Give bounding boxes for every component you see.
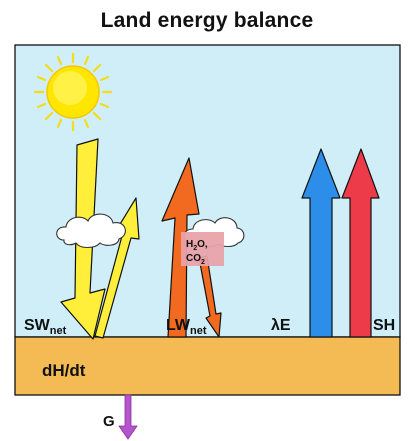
sensible-heat-arrow (341, 148, 380, 338)
storage-label: dH/dt (42, 361, 86, 380)
lw-net-label: LWnet (166, 317, 207, 337)
latent-heat-arrow (301, 148, 341, 338)
ground-flux-label: G (103, 413, 115, 430)
sw-net-label: SWnet (24, 317, 67, 337)
absorber-label-co2: CO2 (186, 253, 205, 266)
absorber-box (181, 232, 224, 266)
sun-icon (33, 52, 113, 132)
absorber-label-h2o: H2O, (186, 239, 208, 252)
land-slab (14, 336, 401, 396)
latent-heat-label: λE (271, 317, 291, 334)
ground-flux-arrow (118, 394, 138, 440)
lw-emitted-arrow (161, 157, 200, 338)
cloud-icon (56, 213, 126, 249)
diagram-title: Land energy balance (100, 9, 314, 32)
sensible-heat-label: SH (373, 317, 395, 334)
